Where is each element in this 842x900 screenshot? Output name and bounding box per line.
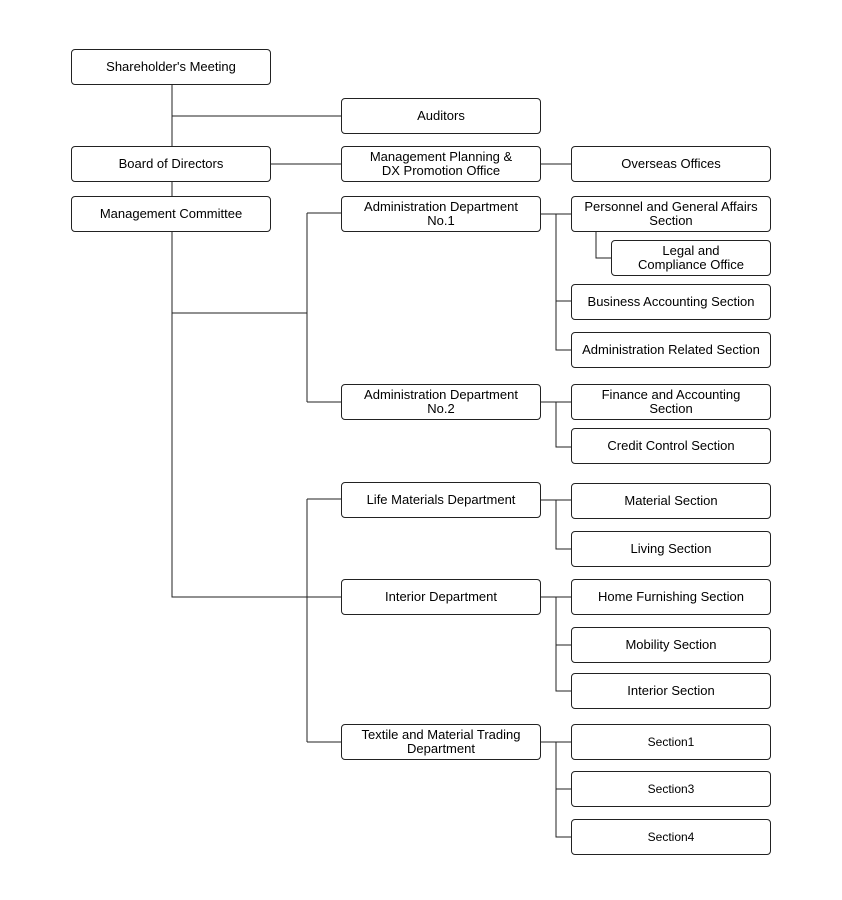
- business-accounting-box: Business Accounting Section: [571, 284, 771, 320]
- credit-control-box: Credit Control Section: [571, 428, 771, 464]
- connector-line: [555, 500, 572, 550]
- interior-dept-box: Interior Department: [341, 579, 541, 615]
- management-planning-office-box: Management Planning & DX Promotion Offic…: [341, 146, 541, 182]
- mobility-section-box: Mobility Section: [571, 627, 771, 663]
- shareholders-meeting-box: Shareholder's Meeting: [71, 49, 271, 85]
- personnel-general-affairs-box: Personnel and General Affairs Section: [571, 196, 771, 232]
- living-section-box: Living Section: [571, 531, 771, 567]
- finance-accounting-box: Finance and Accounting Section: [571, 384, 771, 420]
- connector-line: [555, 214, 572, 351]
- section4-box: Section4: [571, 819, 771, 855]
- section3-box: Section3: [571, 771, 771, 807]
- interior-section-box: Interior Section: [571, 673, 771, 709]
- overseas-offices-box: Overseas Offices: [571, 146, 771, 182]
- admin-dept-2-box: Administration Department No.2: [341, 384, 541, 420]
- board-of-directors-box: Board of Directors: [71, 146, 271, 182]
- auditors-box: Auditors: [341, 98, 541, 134]
- life-materials-dept-box: Life Materials Department: [341, 482, 541, 518]
- legal-compliance-box: Legal and Compliance Office: [611, 240, 771, 276]
- home-furnishing-box: Home Furnishing Section: [571, 579, 771, 615]
- connector-line: [555, 402, 572, 448]
- section1-box: Section1: [571, 724, 771, 760]
- admin-dept-1-box: Administration Department No.1: [341, 196, 541, 232]
- textile-dept-box: Textile and Material Trading Department: [341, 724, 541, 760]
- connector-line: [555, 742, 572, 838]
- administration-related-box: Administration Related Section: [571, 332, 771, 368]
- connector-line: [555, 597, 572, 692]
- material-section-box: Material Section: [571, 483, 771, 519]
- management-committee-box: Management Committee: [71, 196, 271, 232]
- connector-line: [171, 231, 342, 598]
- connector-line: [595, 231, 612, 259]
